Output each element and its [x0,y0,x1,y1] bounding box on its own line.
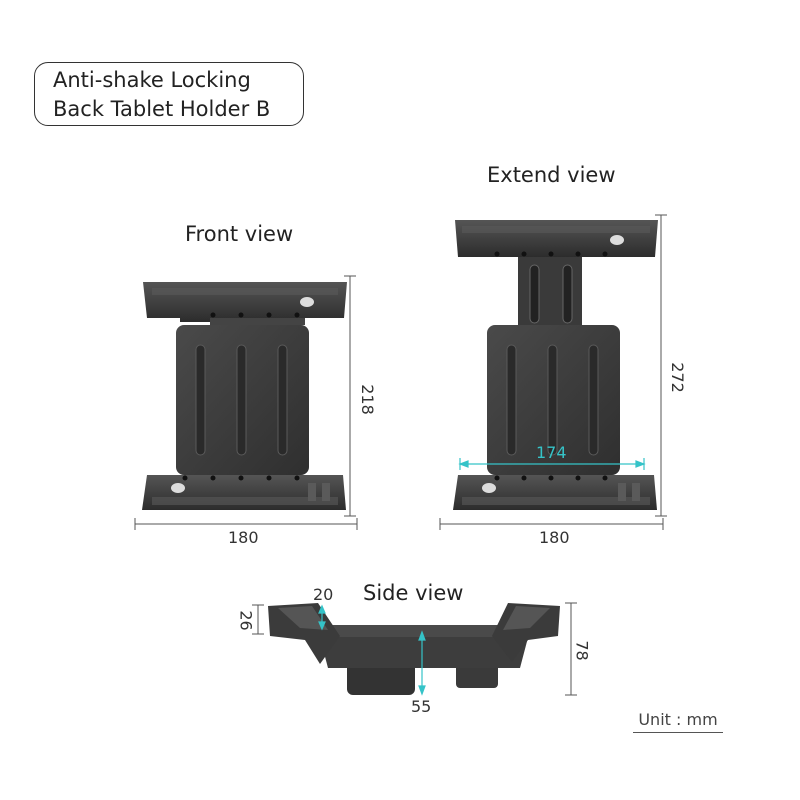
front-rib-2 [236,344,247,456]
side-depth-label: 55 [411,697,432,716]
product-title-box: Anti-shake Locking Back Tablet Holder B [34,62,304,126]
side-right-claw [492,603,560,662]
front-top-slot [300,297,314,307]
front-rib-1 [195,344,206,456]
extend-view-holder [453,220,658,510]
product-title-line-2: Back Tablet Holder B [53,97,271,121]
extend-height-label: 272 [667,362,687,393]
side-height-right-label: 78 [572,640,592,661]
front-view-holder [142,282,347,510]
front-view-label: Front view [185,222,294,246]
extend-inner-width-line [458,458,646,470]
side-view-holder [268,603,560,695]
front-width-label: 180 [228,528,259,547]
unit-label: Unit : mm [633,710,723,733]
side-cyan-dimensions [318,604,426,696]
side-top-width-label: 20 [313,585,334,604]
extend-width-label: 180 [539,528,570,547]
front-dimension-lines [134,275,358,530]
front-bottom-slot [171,483,185,493]
side-dimension-lines [252,602,577,696]
side-height-left-label: 26 [236,610,256,631]
product-title-line-1: Anti-shake Locking [53,68,251,92]
extend-inner-width-label: 174 [536,443,567,462]
front-height-label: 218 [357,384,377,415]
extend-dimension-lines [439,214,667,530]
front-rib-3 [277,344,288,456]
side-view-label: Side view [363,581,464,605]
extend-view-label: Extend view [487,163,616,187]
extend-top-clamp [455,220,658,257]
